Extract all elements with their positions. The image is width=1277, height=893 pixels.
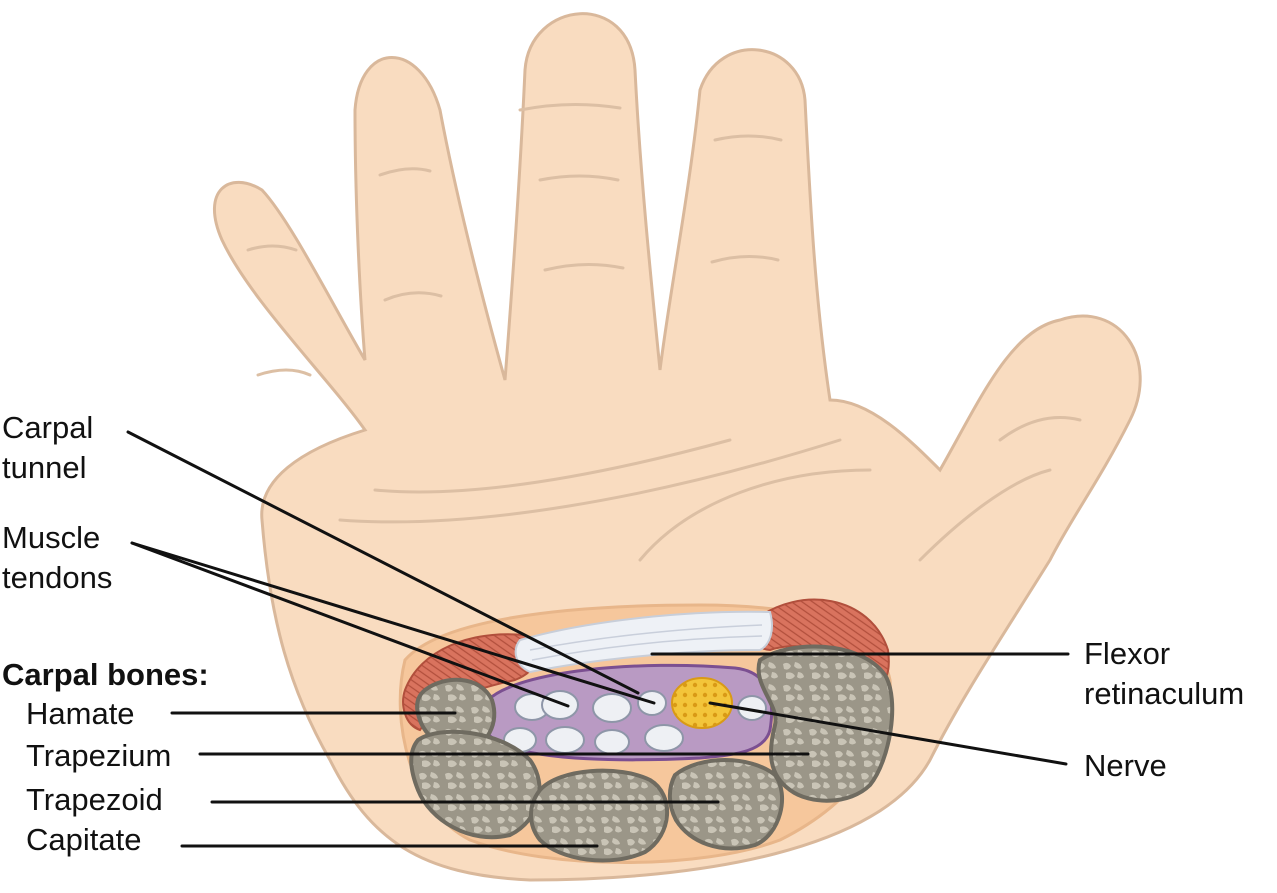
bone-trapezoid (667, 758, 785, 851)
tendon (541, 690, 579, 720)
label-trapezoid: Trapezoid (26, 782, 163, 817)
leader-nerve (708, 701, 1068, 766)
crease (998, 416, 1082, 442)
crease (383, 291, 443, 302)
crease (373, 438, 732, 494)
crease (518, 102, 622, 112)
crease (378, 167, 432, 177)
wrist-cross-section (398, 598, 895, 864)
label-trapezium: Trapezium (26, 738, 172, 773)
fiber (529, 624, 763, 651)
crease (338, 438, 842, 524)
label-flexor-retinaculum-line1: Flexor (1084, 636, 1171, 671)
label-carpal-tunnel-line2: tunnel (2, 450, 87, 485)
flexor-retinaculum-band (514, 610, 773, 674)
label-nerve: Nerve (1084, 748, 1167, 783)
crease (713, 134, 783, 142)
leader-muscle-tendons-1 (130, 541, 570, 708)
tendon (594, 729, 630, 755)
label-flexor-retinaculum: Flexor retinaculum (1084, 634, 1244, 714)
skin-creases (246, 102, 1082, 562)
tendon (545, 726, 585, 754)
leader-carpal-tunnel (126, 430, 640, 695)
label-muscle-tendons: Muscle tendons (2, 518, 112, 598)
tendon (644, 724, 684, 752)
label-carpal-tunnel-line1: Carpal (2, 410, 94, 445)
label-carpal-bones-heading: Carpal bones: (2, 657, 209, 692)
bone-left-lower (409, 729, 542, 840)
leader-muscle-tendons-2 (130, 541, 656, 705)
label-muscle-tendons-line1: Muscle (2, 520, 101, 555)
crease (246, 244, 298, 252)
label-hamate: Hamate (26, 696, 135, 731)
tendon (592, 693, 632, 723)
label-capitate: Capitate (26, 822, 142, 857)
label-muscle-tendons-line2: tendons (2, 560, 113, 595)
crease (918, 468, 1052, 562)
leader-lines (126, 430, 1070, 848)
label-flexor-retinaculum-line2: retinaculum (1084, 676, 1245, 711)
crease (638, 468, 872, 562)
crease (538, 174, 620, 182)
tendons (503, 690, 767, 755)
bone-capitate (529, 768, 670, 863)
median-nerve (671, 677, 733, 729)
label-carpal-tunnel: Carpal tunnel (2, 408, 93, 488)
crease (543, 262, 625, 272)
crease (256, 368, 312, 377)
crease (710, 254, 780, 264)
